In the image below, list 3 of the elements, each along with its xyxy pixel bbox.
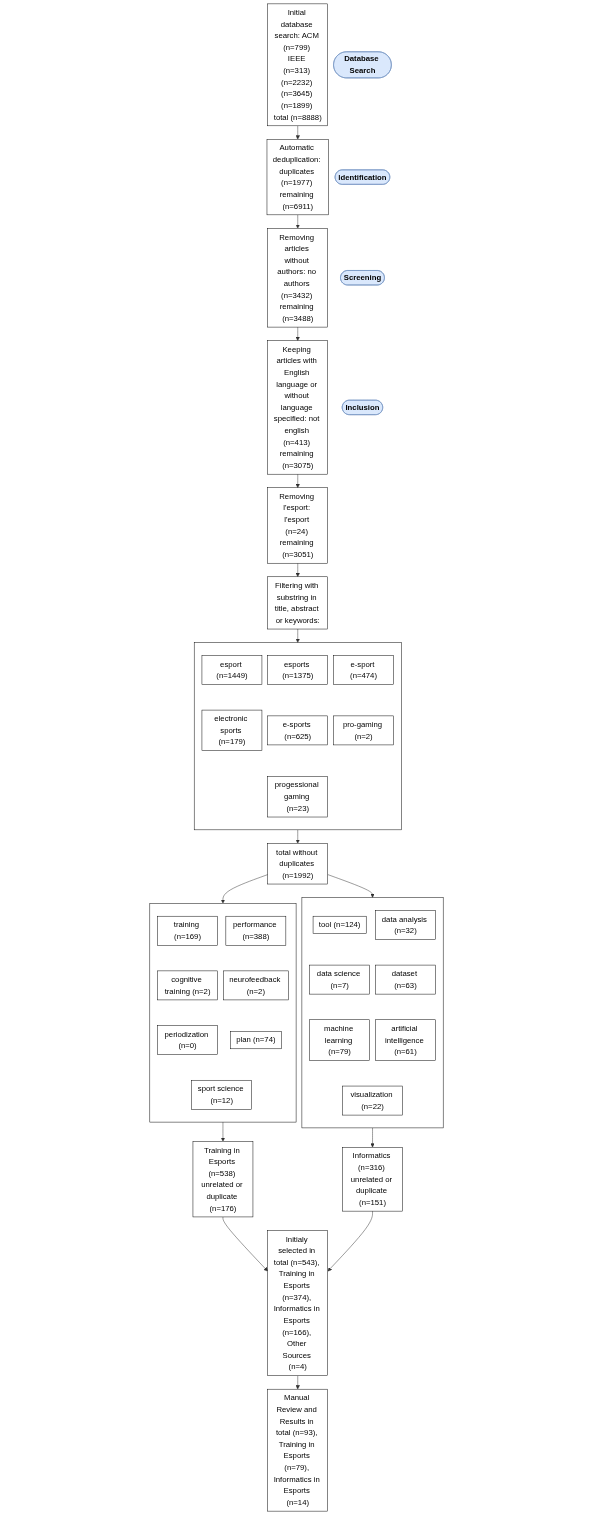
- cluster: [149, 903, 297, 1123]
- cluster: [193, 642, 402, 831]
- cluster: [301, 897, 444, 1129]
